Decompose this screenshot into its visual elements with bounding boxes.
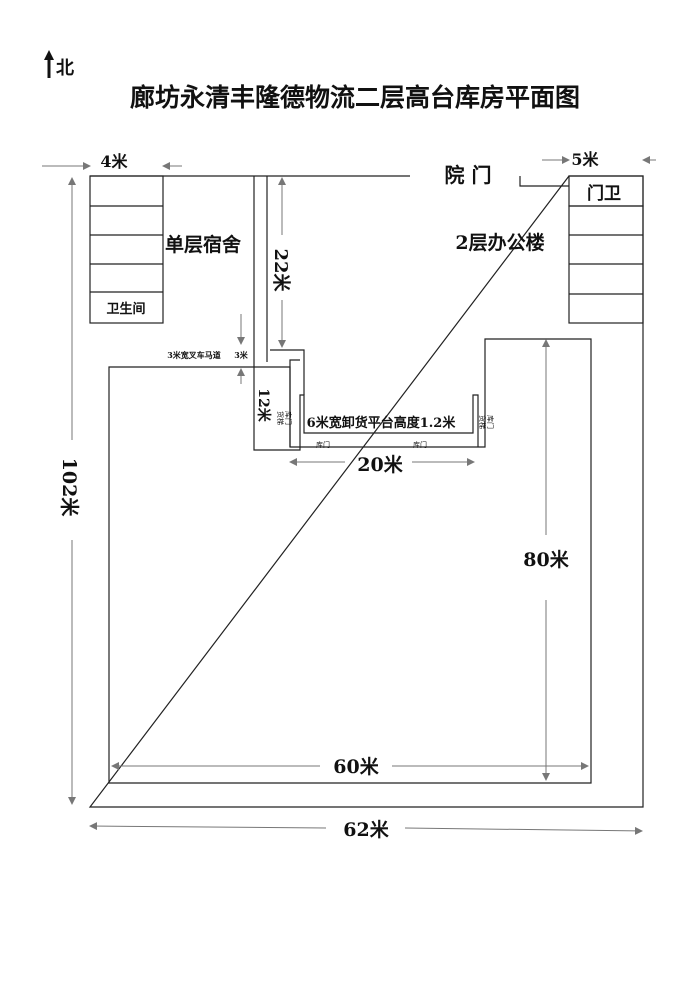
dim-62m-line <box>404 826 643 835</box>
restroom-label: 卫生间 <box>106 301 145 317</box>
warehouse-door-left-label: 库门 <box>284 411 293 425</box>
gate-label: 院 门 <box>445 163 492 187</box>
dim-102m-label: 102米 <box>58 458 81 518</box>
cargo-door-right-label: 货梯 <box>478 415 487 429</box>
guard-label: 门卫 <box>587 183 621 204</box>
dim-5m-label: 5米 <box>571 150 599 169</box>
dim-3m-label: 3米 <box>234 350 249 360</box>
north-label: 北 <box>56 58 74 79</box>
warehouse-door-right-label: 库门 <box>486 415 495 429</box>
dim-80m-label: 80米 <box>523 548 569 571</box>
door-small-1-label: 库门 <box>316 440 330 449</box>
page-title: 廊坊永清丰隆德物流二层高台库房平面图 <box>130 83 580 112</box>
dim-62m-label: 62米 <box>343 818 389 841</box>
dim-4m-label: 4米 <box>100 152 128 171</box>
dim-12m-label: 12米 <box>255 388 272 422</box>
platform-outline <box>253 359 479 451</box>
dim-60m-label: 60米 <box>333 755 379 778</box>
dim-20m-label: 20米 <box>357 453 403 476</box>
site-boundary <box>88 175 644 808</box>
forklift-road-label: 3米宽叉车马道 <box>167 350 221 360</box>
office-label: 2层办公楼 <box>455 231 544 254</box>
door-small-2-label: 库门 <box>413 440 427 449</box>
dim-22m-label: 22米 <box>270 248 292 292</box>
north-arrowhead-icon <box>44 50 54 60</box>
dormitory-label: 单层宿舍 <box>165 233 242 256</box>
warehouse-outline <box>108 338 592 784</box>
platform-label: 6米宽卸货平台高度1.2米 <box>307 415 457 431</box>
dim-62m-line <box>89 822 327 831</box>
cargo-door-left-label: 货梯 <box>276 411 285 425</box>
dormitory-block <box>89 175 164 324</box>
platform-edge <box>270 349 305 395</box>
